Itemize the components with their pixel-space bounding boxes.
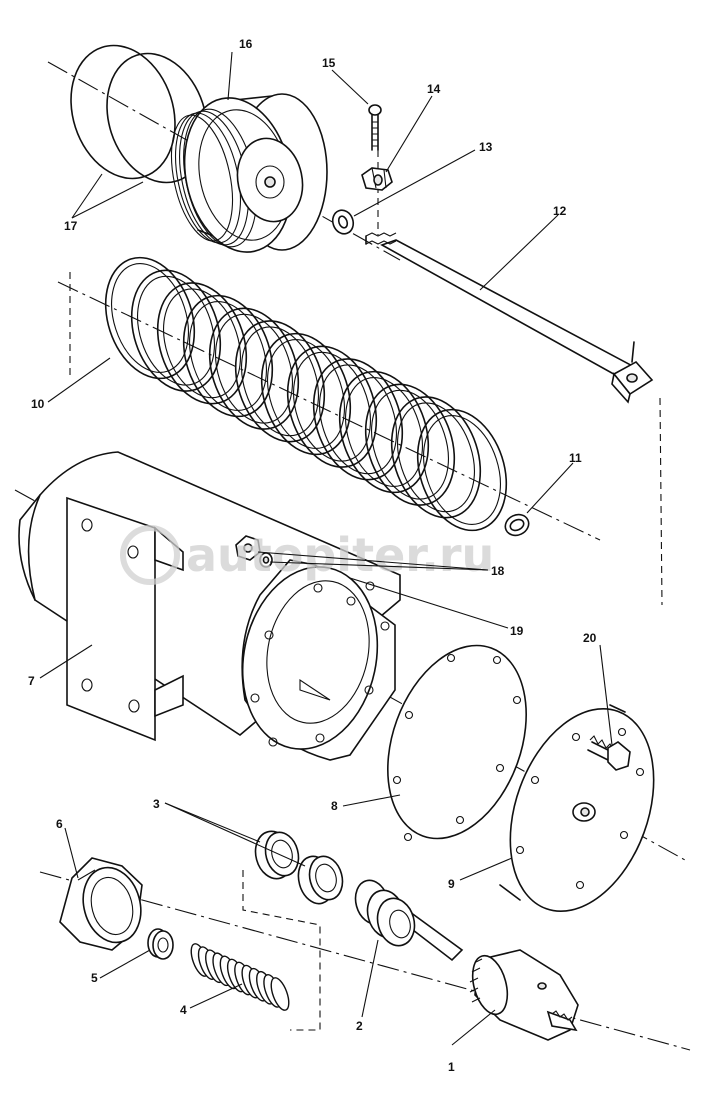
part-16-piston: [171, 93, 328, 253]
part-5-small-cap: [147, 928, 174, 960]
springGroup-coil: [104, 256, 196, 380]
springGroup-coil: [286, 345, 378, 468]
springGroup-coil: [397, 402, 475, 513]
watermark: autopiter.ru autopiter.ru: [120, 525, 494, 585]
part-4-small-spring: [190, 943, 290, 1011]
leader-lines: [39, 51, 613, 1046]
part-2-valve-spool: [354, 879, 464, 962]
springGroup-coil: [319, 364, 397, 475]
springGroup-coil: [371, 389, 449, 500]
springGroup-coil: [137, 275, 215, 386]
part-12-piston-rod: [365, 232, 654, 404]
callout-6: 6: [56, 817, 63, 831]
callout-17: 17: [64, 219, 78, 233]
springGroup-coil: [338, 370, 430, 494]
callout-16: 16: [239, 37, 253, 51]
callout-12: 12: [553, 204, 567, 218]
part-20-bolt: [587, 735, 631, 771]
springGroup-coil: [312, 358, 404, 481]
callout-9: 9: [448, 877, 455, 891]
part-1-valve-body: [469, 949, 579, 1041]
callout-7: 7: [28, 674, 35, 688]
assembly-guides: [69, 150, 663, 1031]
callout-13: 13: [479, 140, 493, 154]
part-8-gasket: [387, 644, 527, 842]
part-13-washer: [331, 209, 355, 235]
part-19-flange: [241, 559, 396, 761]
part-14-castle-nut: [361, 167, 393, 191]
springGroup-coil: [345, 377, 423, 487]
springGroup-coil: [130, 269, 222, 392]
watermark-label: autopiter.ru: [186, 528, 494, 582]
callout-11: 11: [569, 451, 582, 465]
callout-1: 1: [448, 1060, 455, 1074]
callout-15: 15: [322, 56, 336, 70]
callout-5: 5: [91, 971, 98, 985]
callout-20: 20: [583, 631, 597, 645]
springGroup-coil: [293, 351, 371, 462]
springGroup-coil: [215, 313, 293, 424]
callout-18: 18: [491, 564, 505, 578]
springGroup-coil: [260, 332, 352, 456]
springGroup-coil: [423, 415, 501, 525]
springGroup-coil: [234, 320, 326, 443]
springGroup-coil: [182, 294, 274, 418]
springGroup-coil: [189, 301, 267, 411]
springGroup-coil: [390, 396, 482, 519]
springGroup-coil: [364, 383, 456, 506]
springGroup-coil: [267, 339, 345, 449]
callout-3: 3: [153, 797, 160, 811]
springGroup-coil: [111, 263, 189, 373]
part-11-ring: [504, 513, 530, 537]
springGroup-coil: [163, 288, 241, 399]
callout-labels: 1 2 3 4 5 6 7 8 9 10 11 12 13 14 15 16 1…: [28, 37, 597, 1074]
callout-4: 4: [180, 1003, 187, 1017]
part-17-o-rings: [70, 44, 208, 184]
small-spring-coil: [270, 977, 290, 1011]
part-15-cotter-pin: [368, 104, 382, 151]
springGroup-coil: [208, 307, 300, 430]
springGroup-coil: [241, 326, 319, 437]
callout-19: 19: [510, 624, 524, 638]
springGroup-coil: [156, 282, 248, 405]
callout-8: 8: [331, 799, 338, 813]
springGroup-coil: [416, 408, 508, 532]
part-10-spring: [104, 256, 508, 532]
part-3-seals: [254, 830, 344, 905]
callout-10: 10: [31, 397, 45, 411]
part-6-nut-cap: [59, 857, 143, 951]
callout-2: 2: [356, 1019, 363, 1033]
callout-14: 14: [427, 82, 441, 96]
